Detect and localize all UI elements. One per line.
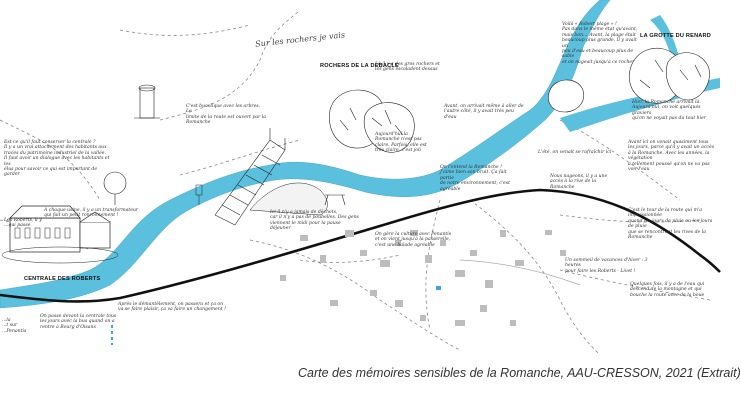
grotte-sketch: [628, 47, 710, 104]
note-ete: L'été, on venait se rafraîchir ici: [538, 150, 612, 155]
place-centrale-des-roberts: CENTRALE DES ROBERTS: [24, 276, 101, 282]
note-transformateur: A chaque usine, il y a un transformateur…: [44, 208, 139, 219]
note-buvette: Ici il n'y a jamais de déchets, car il n…: [270, 210, 359, 232]
note-left-edge: ...la ...t sur ...Penantis: [2, 318, 27, 334]
memory-map: [0, 0, 721, 356]
note-centrale-question: Est-ce qu'il faut conserver la centrale …: [4, 140, 110, 178]
hill-sketch: [249, 182, 328, 216]
river-romanche: [0, 0, 611, 309]
note-culture: On gère la culture avec Penantis et on v…: [375, 232, 452, 248]
note-sommeil: Un sommeil de vacances d'hiver : 3 heure…: [565, 258, 648, 274]
note-roberts: Les Roberts, il y ...qui passe: [4, 218, 42, 229]
note-rochers-ensemble: Là il y a des gros rochers et les gens e…: [375, 62, 440, 73]
picnic-table: [324, 194, 346, 206]
note-hier-romanche: Hier, la Romanche arrivait là. Aujourd'h…: [632, 100, 707, 122]
river-top-right: [650, 15, 680, 60]
note-demantelement: Après le démantèlement, on passera et ça…: [118, 302, 226, 313]
note-quelques: Quelques fois, il y a de l'eau qui desce…: [630, 282, 705, 298]
map-caption: Carte des mémoires sensibles de la Roman…: [298, 366, 741, 380]
passerelle: [214, 128, 286, 226]
small-post: [195, 184, 203, 205]
highlight-building: [436, 286, 441, 290]
sign-sketch: [103, 171, 127, 205]
note-arbres: C'est bucolique avec les arbres. Le limi…: [186, 104, 266, 126]
note-centrale-route: On passe devant la centrale tous les jou…: [40, 314, 117, 330]
note-avant-ici: Avant ici on venait quasiment tous les j…: [628, 140, 715, 173]
note-romanche-claire: Aujourd'hui la Romanche n'est pas claire…: [375, 132, 427, 154]
note-entend: On l'entend la Romanche ! J'aime bien so…: [440, 165, 510, 192]
note-avant-arrivait: Avant, on arrivait même à aller de l'aut…: [444, 104, 524, 120]
buildings: [280, 230, 566, 326]
secondary-road: [459, 259, 581, 286]
main-road: [0, 188, 721, 303]
plage-rock: [548, 79, 585, 113]
note-nager: Nous nageons, il y a une accès à la rive…: [550, 174, 608, 190]
tower-sketch: [134, 84, 160, 119]
place-grotte-du-renard: LA GROTTE DU RENARD: [640, 33, 712, 39]
rochers-sketch: [329, 89, 415, 153]
place-rochers-de-la-debacle: ROCHERS DE LA DEBACLE: [320, 63, 399, 69]
note-plage: Voilà « Robert plage » ! Pas dans le mêm…: [562, 22, 638, 65]
note-tour: C'est le tour de la route qui m'a impres…: [628, 208, 713, 241]
centrale-ground: [1, 246, 119, 264]
centrale-building: [9, 205, 111, 253]
